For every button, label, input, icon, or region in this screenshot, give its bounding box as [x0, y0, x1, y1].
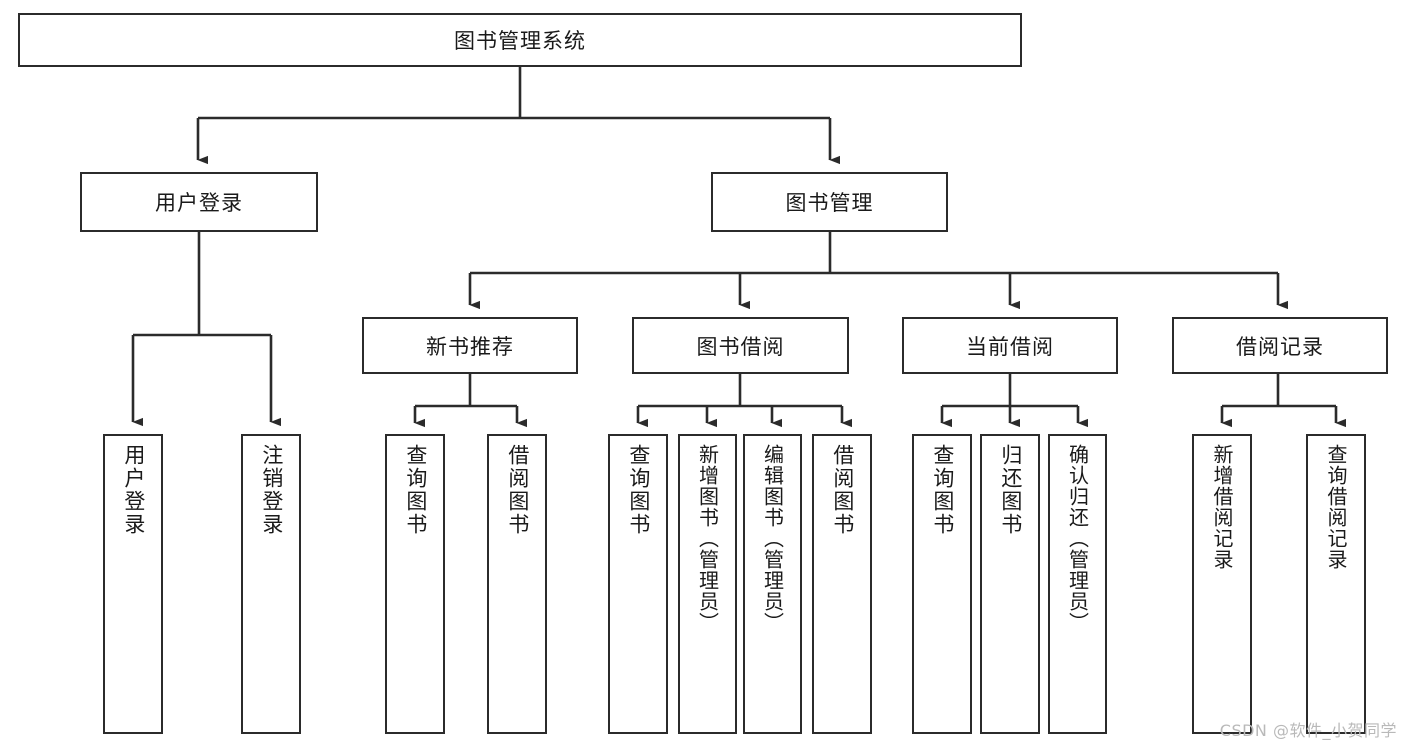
leaf-record-query-borrow-record[interactable]: 查询借阅记录	[1306, 434, 1366, 734]
leaf-borrow-borrow-book[interactable]: 借阅图书	[812, 434, 872, 734]
node-label: 新增借阅记录	[1210, 444, 1234, 570]
node-label: 查询借阅记录	[1324, 444, 1348, 570]
node-current-borrow[interactable]: 当前借阅	[902, 317, 1118, 374]
node-label: 用户登录	[121, 444, 146, 536]
node-label: 图书管理	[785, 191, 874, 215]
leaf-current-confirm-return-admin[interactable]: 确认归还（管理员）	[1048, 434, 1107, 734]
leaf-borrow-edit-book-admin[interactable]: 编辑图书（管理员）	[743, 434, 802, 734]
node-label: 新书推荐	[426, 334, 514, 359]
leaf-borrow-add-book-admin[interactable]: 新增图书（管理员）	[678, 434, 737, 734]
node-label: 查询图书	[930, 444, 955, 536]
node-book-management[interactable]: 图书管理	[711, 172, 948, 232]
node-label: 注销登录	[259, 444, 284, 536]
leaf-current-return-book[interactable]: 归还图书	[980, 434, 1040, 734]
leaf-recommend-query-book[interactable]: 查询图书	[385, 434, 445, 734]
leaf-recommend-borrow-book[interactable]: 借阅图书	[487, 434, 547, 734]
node-label: 归还图书	[998, 444, 1023, 536]
node-label: 图书管理系统	[454, 29, 586, 53]
node-book-borrow[interactable]: 图书借阅	[632, 317, 849, 374]
csdn-watermark: CSDN @软件_小贺同学	[1219, 721, 1397, 740]
leaf-user-logout[interactable]: 注销登录	[241, 434, 301, 734]
node-user-login[interactable]: 用户登录	[80, 172, 318, 232]
node-label: 当前借阅	[966, 334, 1054, 359]
leaf-borrow-query-book[interactable]: 查询图书	[608, 434, 668, 734]
node-root-system[interactable]: 图书管理系统	[18, 13, 1022, 67]
leaf-current-query-book[interactable]: 查询图书	[912, 434, 972, 734]
leaf-record-add-borrow-record[interactable]: 新增借阅记录	[1192, 434, 1252, 734]
node-label: 查询图书	[403, 444, 428, 536]
node-label: 确认归还（管理员）	[1065, 444, 1090, 633]
node-label: 借阅图书	[830, 444, 855, 536]
node-label: 图书借阅	[696, 334, 785, 359]
leaf-user-login[interactable]: 用户登录	[103, 434, 163, 734]
node-label: 借阅图书	[505, 444, 530, 536]
node-label: 查询图书	[626, 444, 651, 536]
node-label: 用户登录	[155, 191, 243, 215]
node-new-book-recommend[interactable]: 新书推荐	[362, 317, 578, 374]
node-label: 新增图书（管理员）	[695, 444, 720, 633]
node-borrow-record[interactable]: 借阅记录	[1172, 317, 1388, 374]
node-label: 编辑图书（管理员）	[760, 444, 785, 633]
node-label: 借阅记录	[1236, 334, 1324, 359]
